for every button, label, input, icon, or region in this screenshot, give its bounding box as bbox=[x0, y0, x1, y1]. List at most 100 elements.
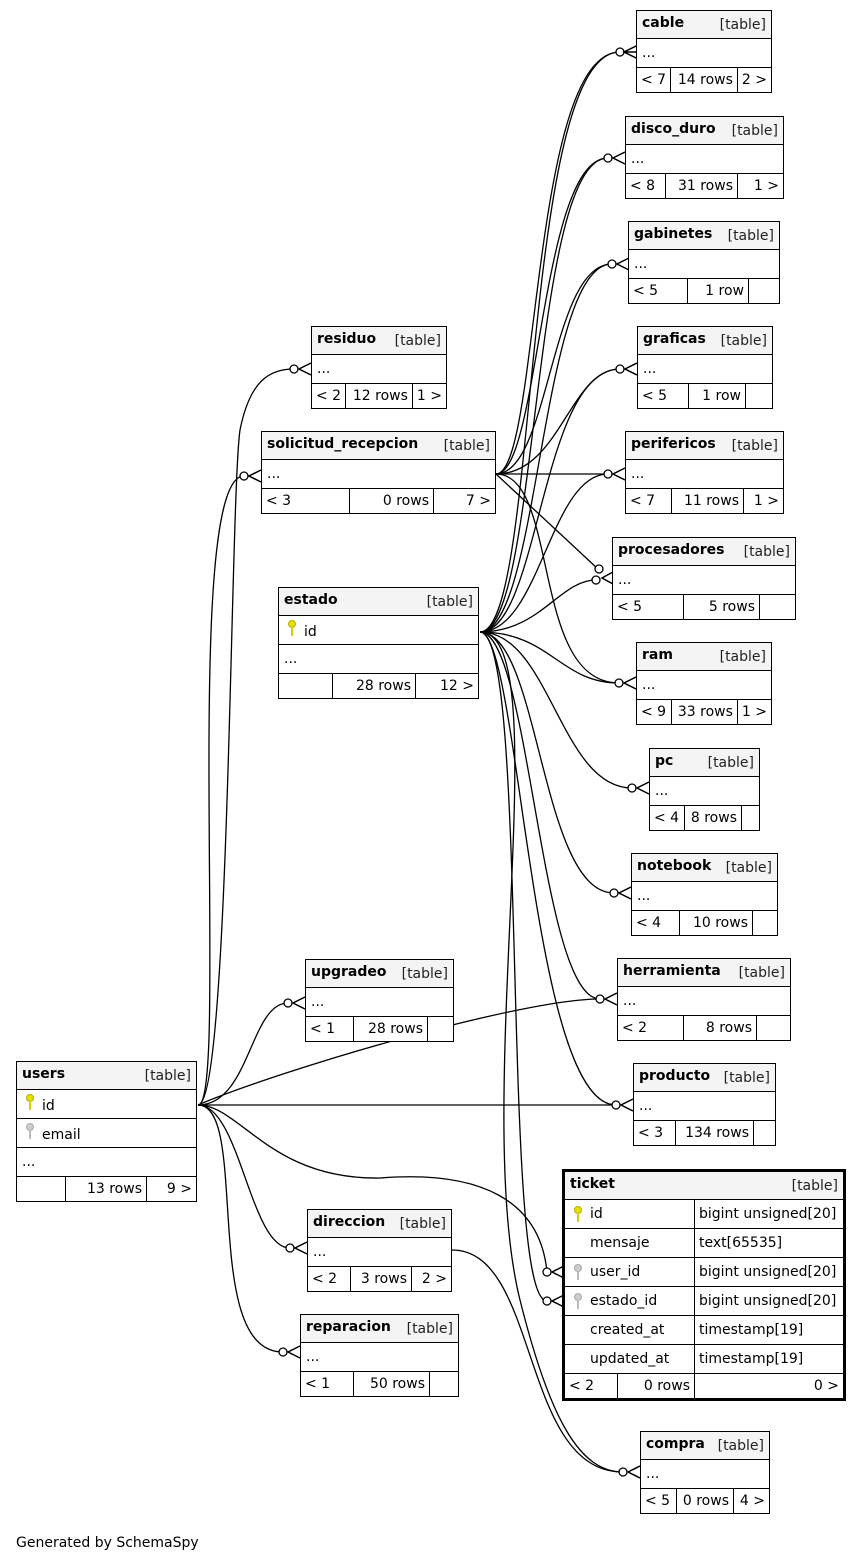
parents-count[interactable] bbox=[17, 1177, 66, 1201]
parents-count[interactable]: < 3 bbox=[634, 1121, 676, 1145]
parents-count[interactable] bbox=[279, 674, 333, 698]
table-name[interactable]: herramienta bbox=[623, 963, 721, 979]
table-name[interactable]: pc bbox=[655, 753, 674, 769]
parents-count[interactable]: < 3 bbox=[262, 489, 350, 513]
children-count[interactable]: 1 > bbox=[416, 388, 442, 404]
table-name[interactable]: cable bbox=[642, 15, 685, 31]
more-columns: ... bbox=[642, 45, 656, 61]
column-name[interactable]: id bbox=[42, 1098, 55, 1114]
children-count[interactable] bbox=[754, 1121, 775, 1145]
parents-count[interactable]: < 4 bbox=[650, 806, 685, 830]
edge-estado-pc bbox=[479, 631, 633, 789]
table-name[interactable]: residuo bbox=[317, 331, 377, 347]
more-columns: ... bbox=[317, 361, 331, 377]
parents-count[interactable]: < 5 bbox=[629, 279, 688, 303]
row-count: 0 rows bbox=[618, 1374, 695, 1398]
children-count[interactable]: 7 > bbox=[465, 493, 491, 509]
parents-count[interactable]: < 1 bbox=[306, 1017, 354, 1041]
table-name[interactable]: graficas bbox=[643, 331, 706, 347]
children-count[interactable]: 2 > bbox=[741, 72, 767, 88]
edge-estado-disco_duro bbox=[479, 157, 609, 633]
row-count: 134 rows bbox=[676, 1121, 754, 1145]
table-name[interactable]: estado bbox=[284, 592, 338, 608]
column-name[interactable]: id bbox=[304, 624, 317, 640]
children-count[interactable] bbox=[757, 1016, 790, 1040]
children-count[interactable]: 1 > bbox=[741, 704, 767, 720]
parents-count[interactable]: < 5 bbox=[638, 384, 689, 408]
table-name[interactable]: ram bbox=[642, 647, 673, 663]
children-count[interactable]: 2 > bbox=[421, 1271, 447, 1287]
table-name[interactable]: direccion bbox=[313, 1214, 386, 1230]
more-columns: ... bbox=[623, 993, 637, 1009]
parents-count[interactable]: < 2 bbox=[308, 1267, 351, 1291]
more-columns: ... bbox=[267, 466, 281, 482]
parents-count[interactable]: < 5 bbox=[641, 1489, 677, 1513]
children-count[interactable]: 1 > bbox=[753, 178, 779, 194]
parents-count[interactable]: < 5 bbox=[613, 595, 684, 619]
table-name[interactable]: notebook bbox=[637, 858, 712, 874]
children-count[interactable] bbox=[746, 384, 772, 408]
children-count[interactable] bbox=[760, 595, 795, 619]
children-count[interactable] bbox=[753, 911, 777, 935]
table-kind: [table] bbox=[399, 1215, 446, 1232]
table-name[interactable]: producto bbox=[639, 1068, 711, 1084]
children-count[interactable]: 4 > bbox=[739, 1493, 765, 1509]
table-name[interactable]: reparacion bbox=[306, 1319, 391, 1335]
children-count[interactable] bbox=[428, 1017, 453, 1041]
edge-estado-procesadores bbox=[479, 579, 597, 633]
parents-count[interactable]: < 7 bbox=[626, 489, 672, 513]
parents-count[interactable]: < 1 bbox=[301, 1372, 354, 1396]
table-name[interactable]: perifericos bbox=[631, 436, 716, 452]
parents-count[interactable]: < 2 bbox=[565, 1374, 618, 1398]
column-name[interactable]: email bbox=[42, 1127, 81, 1143]
table-kind: [table] bbox=[426, 593, 473, 610]
children-count[interactable] bbox=[749, 279, 779, 303]
parents-count[interactable]: < 2 bbox=[618, 1016, 684, 1040]
children-count[interactable]: 1 > bbox=[753, 493, 779, 509]
children-count[interactable]: 9 > bbox=[166, 1181, 192, 1197]
parents-count[interactable]: < 4 bbox=[632, 911, 680, 935]
table-name[interactable]: users bbox=[22, 1066, 66, 1082]
table-name[interactable]: gabinetes bbox=[634, 226, 713, 242]
parents-count[interactable]: < 8 bbox=[626, 174, 666, 198]
children-count[interactable] bbox=[742, 806, 759, 830]
table-name[interactable]: solicitud_recepcion bbox=[267, 436, 419, 452]
table-name[interactable]: upgradeo bbox=[311, 964, 387, 980]
table-name[interactable]: ticket bbox=[570, 1176, 615, 1192]
table-name[interactable]: disco_duro bbox=[631, 121, 716, 137]
children-count[interactable]: 12 > bbox=[440, 678, 474, 694]
parents-count[interactable]: < 7 bbox=[637, 68, 671, 92]
table-name[interactable]: procesadores bbox=[618, 542, 725, 558]
table-name[interactable]: compra bbox=[646, 1436, 705, 1452]
children-count[interactable]: 0 > bbox=[813, 1378, 839, 1394]
children-count[interactable] bbox=[430, 1372, 458, 1396]
parents-count[interactable]: < 2 bbox=[312, 384, 346, 408]
parents-count[interactable]: < 9 bbox=[637, 700, 672, 724]
